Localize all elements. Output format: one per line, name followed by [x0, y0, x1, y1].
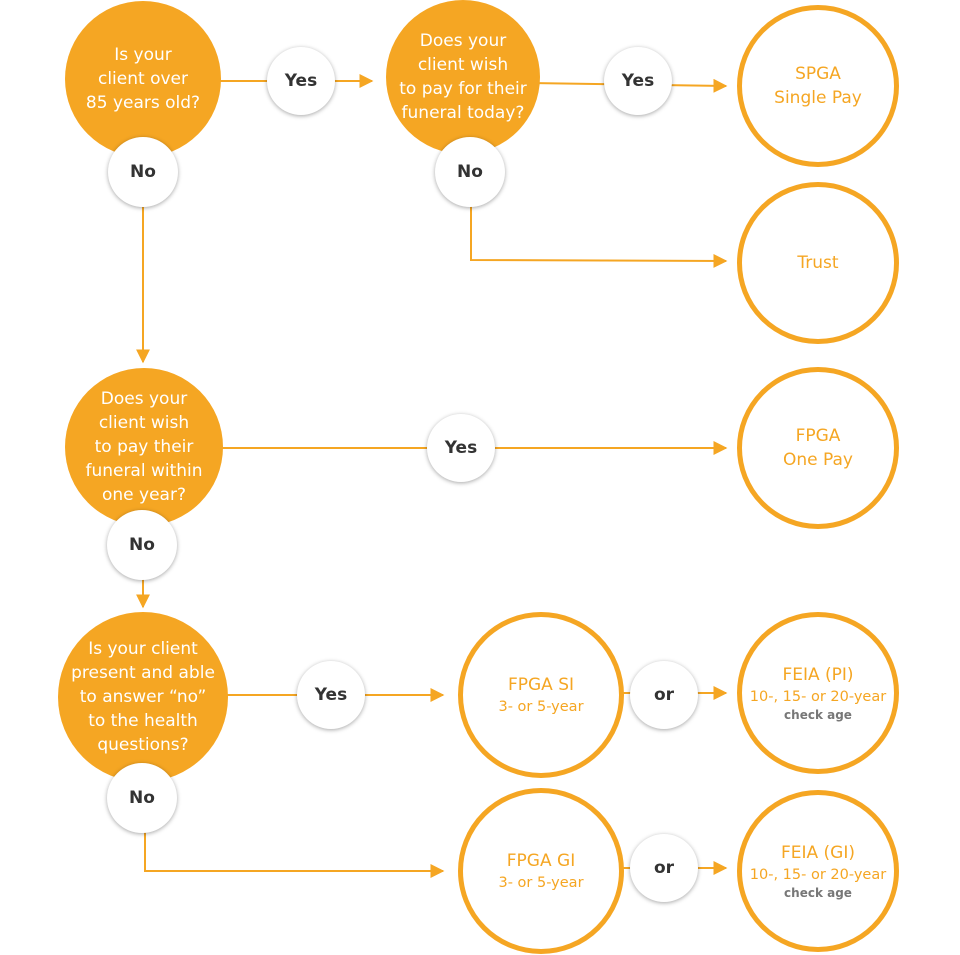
result-fpga-si: FPGA SI 3- or 5-year	[458, 612, 624, 778]
result-subtitle: 3- or 5-year	[498, 875, 584, 891]
question-text: Does your client wish to pay for their f…	[399, 31, 527, 123]
result-title: FPGA SI	[507, 675, 575, 695]
result-fpga-one-pay: FPGA One Pay	[737, 367, 899, 529]
question-pay-today: Does your client wish to pay for their f…	[386, 0, 540, 154]
result-title: FPGA GI	[506, 851, 576, 871]
result-title: Trust	[797, 253, 839, 273]
result-title: SPGA	[795, 64, 841, 84]
result-subtitle: 10-, 15- or 20-year	[749, 689, 887, 705]
arrow-q4-no-fpga-gi	[144, 825, 445, 878]
result-title: FPGA	[795, 426, 841, 446]
question-health: Is your client present and able to answe…	[58, 612, 228, 782]
result-note: check age	[784, 708, 852, 722]
connector-q2-yes: Yes	[604, 47, 672, 115]
connector-q1-no: No	[108, 137, 178, 207]
result-subtitle: 3- or 5-year	[498, 699, 584, 715]
result-subtitle: Single Pay	[774, 88, 862, 108]
connector-or-gi: or	[630, 834, 698, 902]
connector-q3-yes: Yes	[427, 414, 495, 482]
connector-q4-yes: Yes	[297, 661, 365, 729]
question-text: Is your client over 85 years old?	[85, 45, 201, 113]
question-pay-within-year: Does your client wish to pay their funer…	[65, 368, 223, 526]
arrow-q2-no-trust	[470, 200, 728, 268]
connector-q1-yes: Yes	[267, 47, 335, 115]
connector-q3-no: No	[107, 510, 177, 580]
result-fpga-gi: FPGA GI 3- or 5-year	[458, 788, 624, 954]
connector-or-pi: or	[630, 661, 698, 729]
question-text: Does your client wish to pay their funer…	[85, 389, 203, 505]
result-trust: Trust	[737, 182, 899, 344]
result-subtitle: 10-, 15- or 20-year	[749, 867, 887, 883]
connector-q2-no: No	[435, 137, 505, 207]
result-title: FEIA (GI)	[780, 843, 856, 863]
result-spga-single-pay: SPGA Single Pay	[737, 5, 899, 167]
result-feia-pi: FEIA (PI) 10-, 15- or 20-year check age	[737, 612, 899, 774]
question-over-85: Is your client over 85 years old?	[65, 1, 221, 157]
result-title: FEIA (PI)	[782, 665, 854, 685]
connector-q4-no: No	[107, 763, 177, 833]
result-subtitle: One Pay	[783, 450, 853, 470]
result-note: check age	[784, 886, 852, 900]
question-text: Is your client present and able to answe…	[71, 639, 215, 755]
result-feia-gi: FEIA (GI) 10-, 15- or 20-year check age	[737, 790, 899, 952]
